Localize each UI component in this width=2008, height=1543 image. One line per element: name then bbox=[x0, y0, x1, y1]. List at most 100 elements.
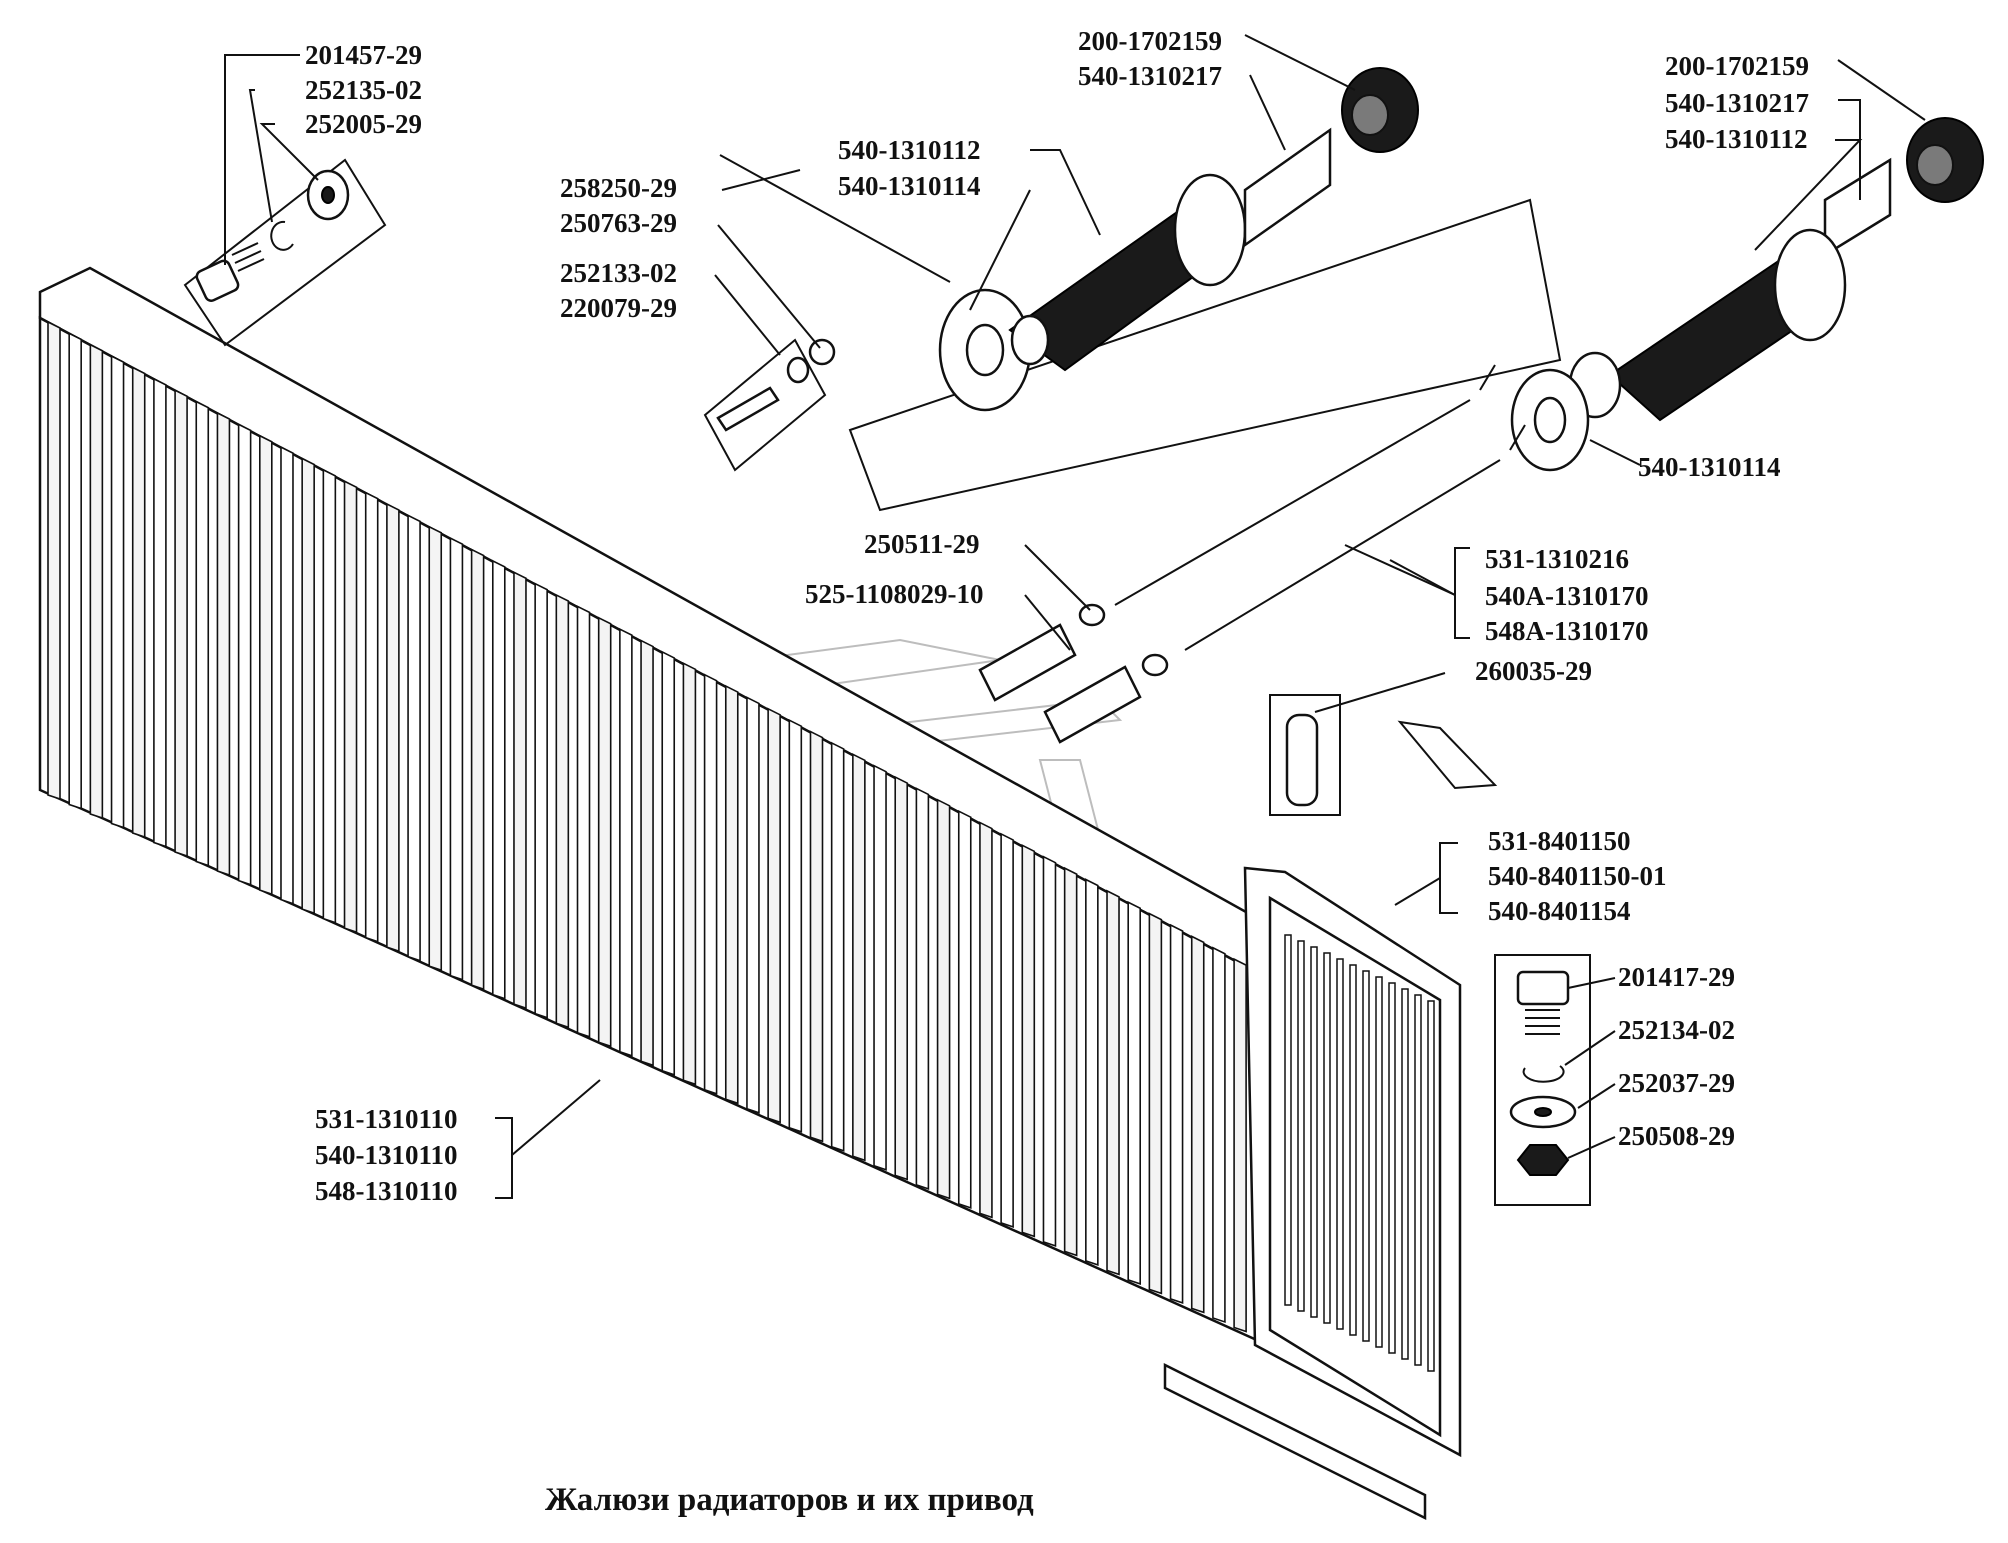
label-258250-29: 258250-29 bbox=[560, 173, 677, 203]
louvre-blade bbox=[682, 662, 697, 1086]
louvre-blade bbox=[724, 684, 739, 1105]
label-540-1310217-b: 540-1310217 bbox=[1665, 88, 1809, 118]
label-540-1310112-b: 540-1310112 bbox=[1665, 124, 1808, 154]
frame-slots bbox=[1284, 934, 1435, 1372]
label-540-1310217-a: 540-1310217 bbox=[1078, 61, 1222, 91]
label-531-1310110: 531-1310110 bbox=[315, 1104, 458, 1134]
louvre-blade bbox=[1169, 923, 1184, 1305]
louvre-blade bbox=[364, 491, 379, 943]
louvre-blade bbox=[47, 320, 61, 801]
frame-slot bbox=[1388, 982, 1396, 1354]
louvre-blade bbox=[746, 696, 760, 1114]
louvre-blade bbox=[1021, 844, 1036, 1238]
louvre-blade bbox=[449, 536, 464, 981]
louvre-blade bbox=[619, 627, 633, 1057]
louvre-blade bbox=[68, 332, 82, 810]
louvre-blades bbox=[47, 320, 1353, 1381]
louvre-blade bbox=[491, 559, 506, 1000]
part-labels: 201457-29 252135-02 252005-29 258250-29 … bbox=[305, 26, 1809, 1206]
louvre-blade bbox=[1148, 912, 1163, 1295]
louvre-blade bbox=[153, 377, 167, 848]
frame-slot bbox=[1323, 952, 1331, 1324]
louvre-blade bbox=[936, 798, 951, 1200]
right-boot-assembly bbox=[1510, 117, 1984, 472]
louvre-blade bbox=[174, 388, 188, 858]
louvre-blade bbox=[1190, 935, 1205, 1314]
louvre-blade bbox=[830, 741, 845, 1152]
louvre-blade bbox=[428, 525, 443, 972]
label-252133-02: 252133-02 bbox=[560, 258, 677, 288]
louvre-blade bbox=[110, 354, 125, 829]
screw-nut-group bbox=[703, 338, 836, 472]
label-260035-29: 260035-29 bbox=[1475, 656, 1592, 686]
label-531-8401150: 531-8401150 bbox=[1488, 826, 1631, 856]
long-rod bbox=[719, 154, 951, 283]
louvre-blade bbox=[915, 787, 930, 1190]
frame-slot bbox=[1349, 964, 1357, 1336]
label-540-8401154: 540-8401154 bbox=[1488, 896, 1631, 926]
label-200-1702159-b: 200-1702159 bbox=[1665, 51, 1809, 81]
frame-slot bbox=[1336, 958, 1344, 1330]
label-200-1702159-a: 200-1702159 bbox=[1078, 26, 1222, 56]
louvre-blade bbox=[555, 593, 570, 1029]
label-252134-02: 252134-02 bbox=[1618, 1015, 1735, 1045]
right-bolt-group bbox=[1494, 954, 1591, 1206]
louvre-blade bbox=[407, 514, 421, 962]
louvre-blade bbox=[661, 650, 676, 1076]
label-250508-29: 250508-29 bbox=[1618, 1121, 1735, 1151]
louvre-blade bbox=[809, 730, 824, 1143]
louvre-blade bbox=[1000, 832, 1014, 1228]
frame-slot bbox=[1284, 934, 1292, 1306]
side-frame bbox=[1243, 866, 1462, 1458]
label-540-8401150-01: 540-8401150-01 bbox=[1488, 861, 1667, 891]
louvre-blade bbox=[767, 707, 781, 1124]
label-252005-29: 252005-29 bbox=[305, 109, 422, 139]
louvre-blade bbox=[852, 753, 866, 1162]
label-540-1310110: 540-1310110 bbox=[315, 1140, 458, 1170]
frame-slot bbox=[1362, 970, 1370, 1342]
drive-rods bbox=[978, 364, 1526, 816]
louvre-blade bbox=[343, 479, 358, 934]
label-252037-29: 252037-29 bbox=[1618, 1068, 1735, 1098]
louvre-blade bbox=[576, 605, 591, 1038]
louvre-blade bbox=[979, 821, 993, 1219]
louvre-blade bbox=[1042, 855, 1057, 1247]
louvre-blade bbox=[788, 718, 803, 1133]
frame-slot bbox=[1310, 946, 1318, 1318]
label-252135-02: 252135-02 bbox=[305, 75, 422, 105]
louvre-blade bbox=[513, 571, 527, 1010]
louvre-blade bbox=[131, 366, 146, 839]
louvre-blade bbox=[534, 582, 548, 1019]
louvre-blade bbox=[216, 411, 231, 877]
louvre-blade bbox=[237, 423, 252, 886]
louvre-blade bbox=[386, 502, 400, 953]
label-540a-1310170: 540А-1310170 bbox=[1485, 581, 1649, 611]
topleft-bolt-group bbox=[183, 158, 387, 347]
louvre-blade bbox=[301, 457, 315, 915]
frame-slot bbox=[1427, 1000, 1435, 1372]
louvre-blade bbox=[470, 548, 485, 991]
label-540-1310112: 540-1310112 bbox=[838, 135, 981, 165]
label-250763-29: 250763-29 bbox=[560, 208, 677, 238]
leader-lines bbox=[224, 34, 1926, 1199]
label-548a-1310170: 548А-1310170 bbox=[1485, 616, 1649, 646]
cap-a-assembly bbox=[1243, 67, 1419, 248]
louvre-blade bbox=[89, 343, 104, 820]
louvre-blade bbox=[195, 400, 210, 867]
frame-slot bbox=[1414, 994, 1422, 1366]
louvre-blade bbox=[640, 639, 654, 1067]
label-540-1310114-right: 540-1310114 bbox=[1638, 452, 1781, 482]
louvre-blade bbox=[259, 434, 273, 896]
louvre-blade bbox=[1085, 878, 1099, 1267]
louvre-blade bbox=[894, 775, 909, 1181]
label-201417-29: 201417-29 bbox=[1618, 962, 1735, 992]
bolt-thread bbox=[231, 242, 265, 272]
label-201457-29: 201457-29 bbox=[305, 40, 422, 70]
frame-slot bbox=[1375, 976, 1383, 1348]
louvre-blade bbox=[1233, 957, 1247, 1333]
louvre-blade bbox=[873, 764, 887, 1171]
louvre-blade bbox=[1127, 900, 1141, 1286]
label-531-1310216: 531-1310216 bbox=[1485, 544, 1629, 574]
louvre-blade bbox=[1106, 889, 1120, 1276]
